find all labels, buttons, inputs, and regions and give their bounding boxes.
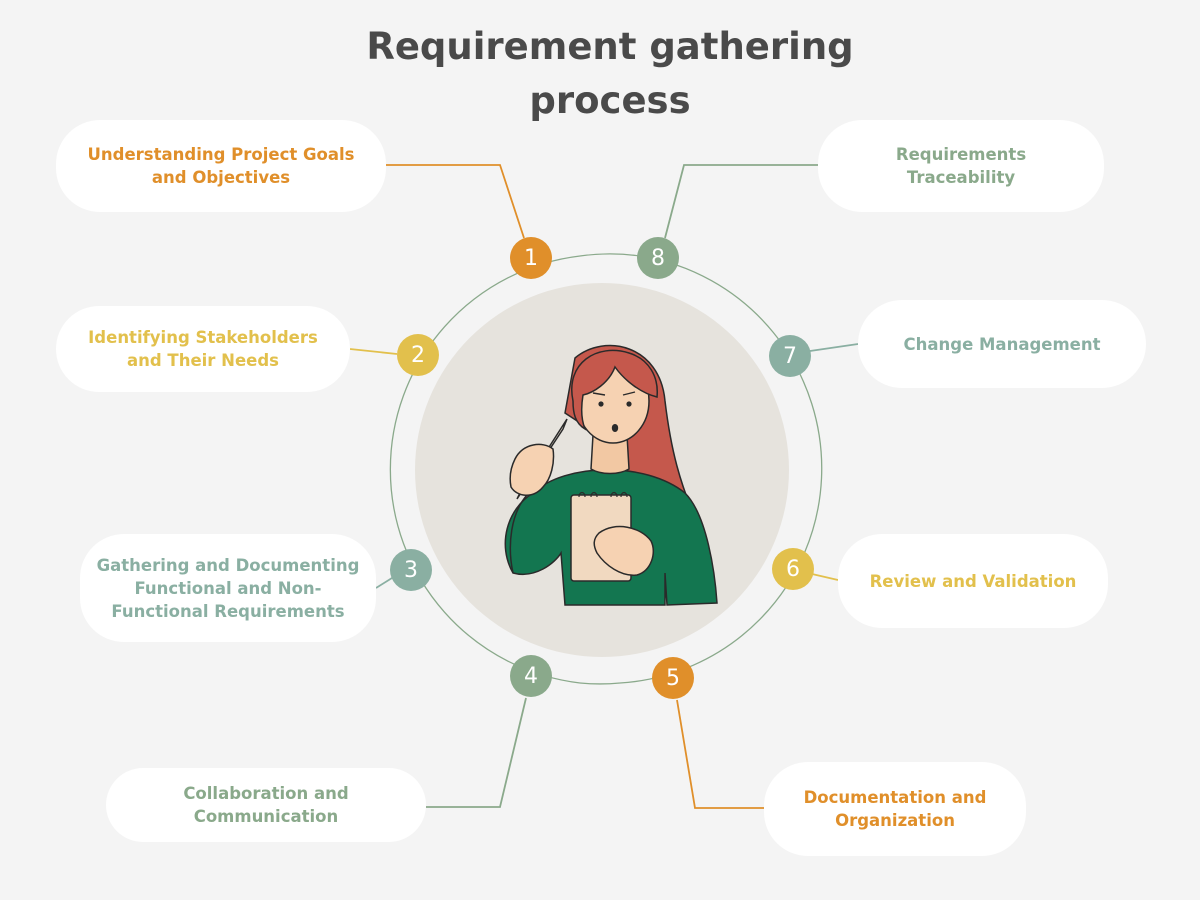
step-node-5: 5 — [652, 657, 694, 699]
step-card-6: Review and Validation — [838, 534, 1108, 628]
step-node-3: 3 — [390, 549, 432, 591]
step-node-7: 7 — [769, 335, 811, 377]
step-label-1: Understanding Project Goals and Objectiv… — [87, 145, 355, 187]
ring-arc-bottom — [579, 682, 621, 685]
step-label-7: Change Management — [903, 334, 1101, 354]
ring-arc-right — [619, 255, 823, 684]
ring-arc-left — [389, 255, 581, 684]
step-node-1: 1 — [510, 237, 552, 279]
step-node-2: 2 — [397, 334, 439, 376]
step-label-8: Requirements Traceability — [895, 145, 1027, 187]
connector-step-2 — [349, 348, 398, 355]
step-label-2: Identifying Stakeholders and Their Needs — [88, 328, 318, 370]
step-card-4: Collaboration and Communication — [106, 768, 426, 842]
connector-step-4 — [426, 697, 527, 808]
diagram-title: Requirement gathering process — [366, 25, 854, 122]
step-card-1: Understanding Project Goals and Objectiv… — [56, 120, 386, 212]
step-card-7: Change Management — [858, 300, 1146, 388]
step-card-2: Identifying Stakeholders and Their Needs — [56, 306, 350, 392]
person-holding-notepad-and-pen-illustration — [415, 283, 789, 657]
connector-step-7 — [809, 343, 859, 352]
eyebrows — [592, 391, 636, 396]
connector-step-1 — [386, 164, 525, 239]
step-node-4: 4 — [510, 655, 552, 697]
hair-front — [571, 349, 658, 431]
right-eye — [626, 401, 632, 407]
step-label-5: Documentation and Organization — [803, 788, 987, 830]
connector-step-6 — [811, 573, 839, 581]
left-arm — [509, 494, 528, 574]
step-label-6: Review and Validation — [869, 571, 1077, 591]
step-label-4: Collaboration and Communication — [183, 784, 349, 826]
mouth — [611, 424, 619, 432]
raised-hand — [509, 443, 555, 496]
step-card-3: Gathering and Documenting Functional and… — [80, 534, 376, 642]
step-label-3: Gathering and Documenting Functional and… — [96, 555, 360, 621]
step-node-6: 6 — [772, 548, 814, 590]
holding-hand — [593, 525, 655, 576]
connector-step-3 — [375, 577, 393, 589]
step-card-5: Documentation and Organization — [764, 762, 1026, 856]
ring-arc-top — [579, 253, 641, 257]
step-node-8: 8 — [637, 237, 679, 279]
left-eye — [598, 401, 604, 407]
step-card-8: Requirements Traceability — [818, 120, 1104, 212]
neck — [590, 434, 630, 475]
connector-step-5 — [676, 699, 765, 809]
notepad-rings — [578, 491, 628, 498]
connector-step-8 — [664, 164, 820, 239]
